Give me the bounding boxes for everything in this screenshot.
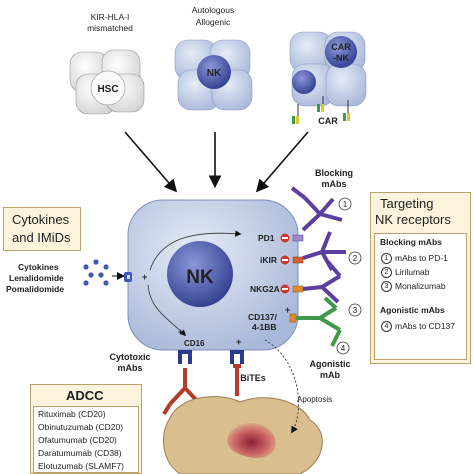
car-nk-label-line1: CAR [331, 42, 351, 52]
agonistic-item-4-number: 4 [381, 321, 392, 333]
bites-label: BiTEs [240, 373, 266, 383]
cd16-receptors [178, 350, 244, 364]
cd16-label: CD16 [184, 339, 205, 348]
blocking-item-2-text: Lirilumab [395, 267, 430, 277]
blocking-mab-1 [290, 186, 343, 232]
targeting-title-line2: NK receptors [375, 212, 451, 227]
pd1-receptor [292, 234, 304, 242]
nkg2a-receptor [292, 285, 304, 293]
nk-nucleus [167, 241, 233, 307]
apoptosis-arrow [264, 339, 299, 434]
blocking-mabs-label-line2: mAbs [321, 179, 346, 189]
cd137-label-line2: 4-1BB [252, 322, 277, 332]
car-nk-label-line2: -NK [333, 53, 349, 63]
cytokines-box: Cytokines and IMiDs [3, 207, 81, 251]
nkg2a-label: NKG2A [250, 284, 280, 294]
cytokines-box-title-line2: and IMiDs [12, 230, 71, 245]
svg-text:4: 4 [341, 344, 346, 353]
number-circle-2: 2 [348, 251, 362, 265]
nk-cell-cluster [174, 39, 253, 111]
blocking-item-2-number: 2 [381, 267, 392, 279]
cytokine-receptor [124, 272, 132, 282]
drug-cytokines: Cytokines [18, 262, 59, 272]
adcc-title: ADCC [66, 388, 104, 403]
agonistic-item-4-text: mAbs to CD137 [395, 321, 455, 331]
cytokine-plus: + [142, 272, 147, 282]
inhibit-marker-ikir [280, 255, 290, 265]
nk-caption-line1: Autologous [192, 5, 235, 15]
inhibit-marker-pd1 [280, 233, 290, 243]
ikir-receptor [292, 256, 304, 264]
blocking-item-3-number: 3 [381, 281, 392, 293]
number-circle-1: 1 [338, 197, 352, 211]
blocking-mabs-label-line1: Blocking [315, 168, 353, 178]
adcc-box: ADCC Rituximab (CD20) Obinutuzumab (CD20… [30, 384, 142, 474]
cd16-plus: + [178, 327, 183, 337]
agonistic-heading: Agonistic mAbs [380, 305, 445, 315]
adcc-item-1: Rituximab (CD20) [38, 409, 106, 419]
agonistic-mab-label-line2: mAb [320, 370, 341, 380]
hsc-label: HSC [97, 84, 118, 95]
svg-text:1: 1 [343, 200, 348, 209]
adcc-item-2: Obinutuzumab (CD20) [38, 422, 124, 432]
cytokine-dots [83, 259, 109, 286]
ikir-label: iKIR [260, 255, 277, 265]
arrow-car-nk [255, 131, 309, 193]
blocking-mab-3 [302, 260, 342, 304]
cd137-receptor [289, 313, 297, 323]
apoptosis-label: Apoptosis [297, 395, 332, 404]
drug-lenalidomide: Lenalidomide [9, 273, 64, 283]
adcc-item-5: Elotuzumab (SLAMF7) [38, 461, 124, 471]
cytotoxic-mabs-label-line2: mAbs [117, 363, 142, 373]
tumor-nucleus [227, 423, 276, 459]
internal-arrow-upper [149, 230, 242, 271]
inhibit-marker-nkg2a [280, 284, 290, 294]
pd1-label: PD1 [258, 233, 275, 243]
hsc-caption-line1: KIR-HLA-I [91, 12, 130, 22]
number-circle-3: 3 [348, 303, 362, 317]
car-nk-cluster [289, 31, 367, 107]
blocking-mab-2 [302, 231, 346, 271]
nk-caption-line2: Allogenic [196, 17, 231, 27]
cytokines-box-title-line1: Cytokines [12, 212, 70, 227]
cytotoxic-mabs-label-line1: Cytotoxic [109, 352, 150, 362]
nk-top-label: NK [207, 68, 222, 79]
car-label: CAR [318, 116, 338, 126]
blocking-item-3-text: Monalizumab [395, 281, 446, 291]
adcc-item-4: Daratumumab (CD38) [38, 448, 122, 458]
arrow-hsc [124, 131, 178, 193]
targeting-title-line1: Targeting [380, 196, 434, 211]
bite-molecule [233, 364, 241, 396]
bite-plus: + [236, 337, 241, 347]
nk-center-label: NK [186, 267, 214, 288]
svg-text:3: 3 [353, 306, 358, 315]
agonistic-mab-4 [296, 296, 342, 347]
cd137-label-line1: CD137/ [248, 312, 277, 322]
number-circle-4: 4 [336, 341, 350, 355]
drug-pomalidomide: Pomalidomide [6, 284, 65, 294]
internal-arrow-lower [147, 284, 187, 337]
agonistic-mab-label-line1: Agonistic [309, 359, 350, 369]
blocking-heading: Blocking mAbs [380, 237, 442, 247]
svg-text:2: 2 [353, 254, 358, 263]
hsc-caption-line2: mismatched [87, 23, 133, 33]
adcc-list: Rituximab (CD20) Obinutuzumab (CD20) Ofa… [33, 406, 139, 473]
blocking-item-1-number: 1 [381, 253, 392, 265]
adcc-item-3: Ofatumumab (CD20) [38, 435, 117, 445]
car-receptors [292, 96, 350, 124]
hsc-cluster [69, 49, 145, 115]
cd137-plus: + [285, 305, 290, 315]
blocking-item-1-text: mAbs to PD-1 [395, 253, 448, 263]
